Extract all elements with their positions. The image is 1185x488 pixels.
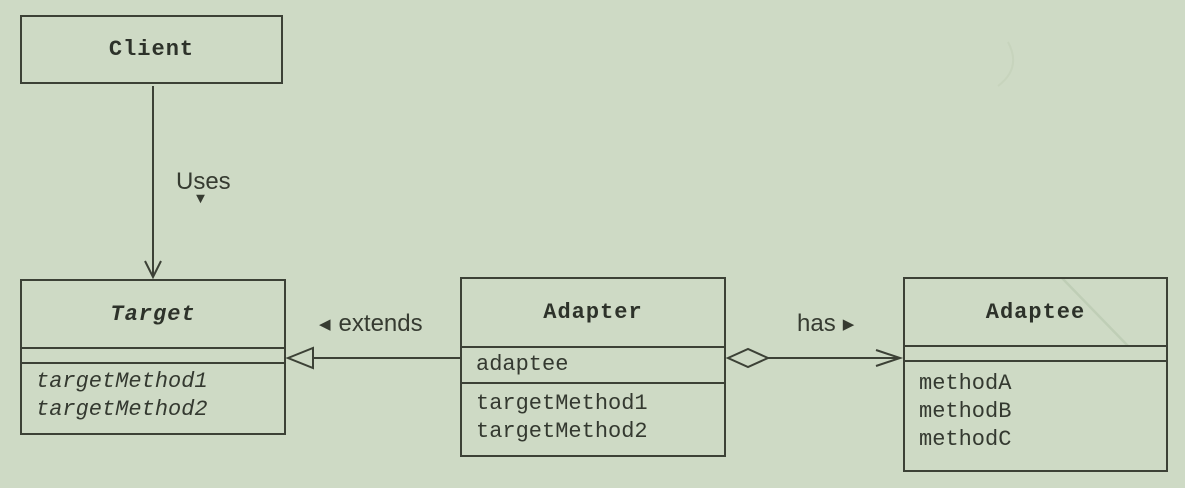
extends-label-text: extends xyxy=(338,310,423,337)
fields-compartment-adapter: adaptee xyxy=(462,346,724,384)
arrow-right-icon: ▶ xyxy=(842,315,855,333)
class-box-adaptee: Adaptee methodA methodB methodC xyxy=(903,277,1168,472)
class-box-target: Target targetMethod1 targetMethod2 xyxy=(20,279,286,435)
class-box-client: Client xyxy=(20,15,283,84)
field-item: adaptee xyxy=(476,352,569,377)
methods-compartment-adapter: targetMethod1 targetMethod2 xyxy=(462,384,724,455)
class-name-target: Target xyxy=(110,301,196,327)
fields-compartment-target xyxy=(22,347,284,364)
method-item: targetMethod1 xyxy=(36,369,208,394)
has-label-text: has xyxy=(797,310,836,337)
class-box-adapter: Adapter adaptee targetMethod1 targetMeth… xyxy=(460,277,726,457)
uses-label-text: Uses xyxy=(176,168,231,195)
method-item: targetMethod2 xyxy=(476,419,648,444)
class-name-adaptee: Adaptee xyxy=(985,299,1086,325)
methods-compartment-adaptee: methodA methodB methodC xyxy=(905,362,1166,470)
method-item: methodC xyxy=(919,427,1012,452)
arrow-down-icon: ▼ xyxy=(196,191,206,208)
uses-association-line xyxy=(144,86,162,280)
has-relationship-label: has ▶ xyxy=(797,310,854,338)
has-aggregation-line xyxy=(725,347,904,369)
fields-compartment-adaptee xyxy=(905,345,1166,362)
extends-inheritance-line xyxy=(285,346,460,370)
method-item: targetMethod2 xyxy=(36,397,208,422)
class-name-client: Client xyxy=(108,37,195,62)
methods-compartment-target: targetMethod1 targetMethod2 xyxy=(22,364,284,433)
method-item: methodA xyxy=(919,371,1012,396)
scan-smudge-mark xyxy=(997,41,1015,87)
extends-relationship-label: ◀ extends xyxy=(319,310,423,338)
arrow-left-icon: ◀ xyxy=(319,315,331,333)
class-name-adapter: Adapter xyxy=(543,300,643,325)
method-item: targetMethod1 xyxy=(476,391,648,416)
uses-relationship-label: Uses xyxy=(176,168,231,196)
method-item: methodB xyxy=(919,399,1012,424)
